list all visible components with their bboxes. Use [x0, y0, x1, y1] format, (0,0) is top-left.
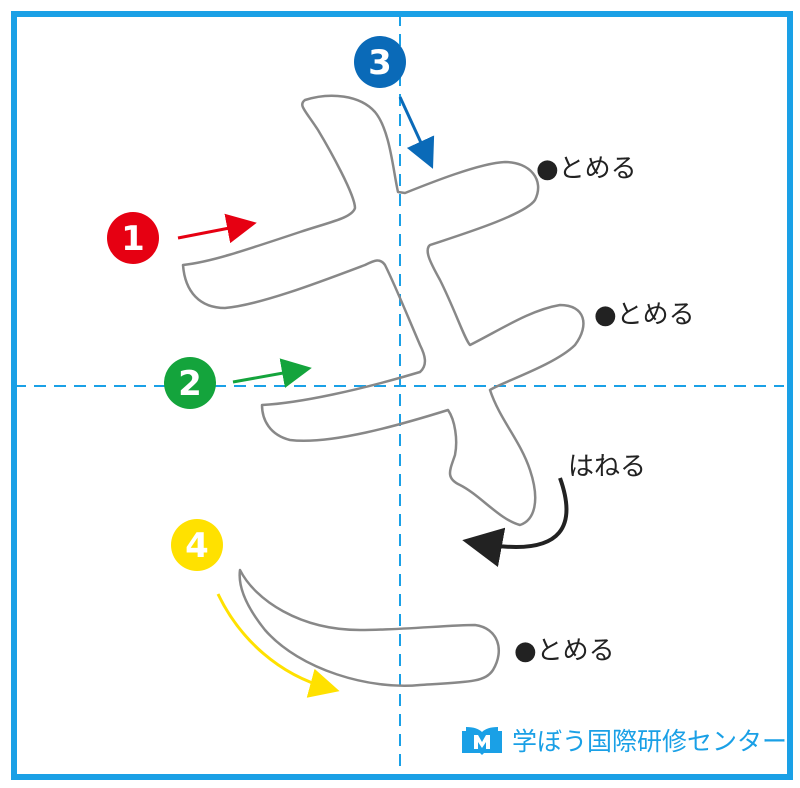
logo-text: 学ぼう国際研修センター: [512, 727, 788, 756]
tome-label-stroke-1: ●とめる: [536, 154, 637, 184]
tome-label-stroke-4: ●とめる: [514, 636, 615, 666]
stroke-number-2: 2: [164, 357, 216, 409]
stroke-2-arrow: [232, 358, 312, 388]
stroke-1-arrow: [177, 213, 257, 244]
stroke-number-4: 4: [171, 519, 223, 571]
character-outline-upper: [181, 94, 585, 527]
book-icon: [462, 727, 502, 755]
stroke-4-arrow: [216, 593, 340, 698]
logo: 学ぼう国際研修センター: [460, 722, 787, 758]
tome-label-stroke-2: ●とめる: [594, 300, 695, 330]
svg-text:2: 2: [178, 364, 202, 404]
svg-text:4: 4: [185, 526, 209, 566]
stroke-number-1: 1: [107, 212, 159, 264]
svg-text:1: 1: [121, 219, 145, 259]
stroke-number-3: 3: [354, 36, 406, 88]
hane-arrow: [462, 477, 569, 568]
hane-label: はねる: [568, 452, 647, 482]
stroke-3-arrow: [398, 96, 435, 169]
character-outline-lower: [238, 568, 501, 687]
writing-frame: [11, 11, 793, 780]
svg-text:3: 3: [368, 43, 392, 83]
